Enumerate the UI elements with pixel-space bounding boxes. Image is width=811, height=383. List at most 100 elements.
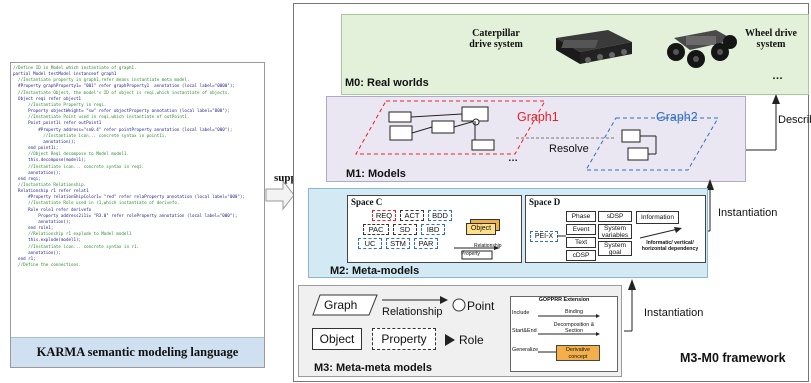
code-line: //Instantiate Object, the model's ID of …: [13, 89, 230, 95]
space-c-tag: PAC: [363, 224, 389, 235]
space-c-tag: BDD: [428, 210, 452, 221]
code-line: //Object Reqi decompose to Model model1.: [13, 151, 129, 157]
m2-label: M2: Meta-models: [330, 265, 420, 277]
pei-x-tag: PEI-X: [530, 231, 558, 242]
support-arrow: [265, 179, 295, 211]
space-c-tag: IBD: [421, 224, 445, 235]
wheel-vehicle-image: [667, 30, 737, 68]
space-c-tag: UC: [358, 238, 382, 249]
gopprr-left: Start&End: [512, 328, 537, 334]
instantiation-label-2: Instantiation: [644, 307, 704, 319]
code-line: #Property graphProperty1= "001" refer gr…: [13, 83, 235, 89]
instantiation-arrow-m3-m2: [624, 279, 636, 332]
space-d-cell: Phase: [566, 211, 596, 222]
role-label: Role: [459, 333, 484, 347]
dependency-label: Informatic/ vertical/ horizontal depende…: [641, 240, 699, 252]
m1-graphs-diagram: [355, 100, 719, 171]
gopprr-left: Generalize: [512, 347, 539, 353]
space-c-tag: STM: [386, 238, 410, 249]
code-caption: KARMA semantic modeling language: [11, 337, 264, 367]
relationship-mini-label: Relationship: [474, 243, 502, 249]
code-line: this.explode(model1);: [13, 237, 82, 243]
space-d-cell: sDSP: [598, 211, 632, 222]
code-line: //Instantiate icon... concrete syntax in…: [13, 132, 167, 138]
code-line: //Define ID in Model which instantiate o…: [13, 65, 137, 70]
framework-label: M3-M0 framework: [680, 351, 786, 365]
m1-label: M1: Models: [346, 168, 406, 180]
m0-label: M0: Real worlds: [345, 77, 429, 89]
code-line: Point point1i refer outPoint1: [13, 120, 102, 126]
point-icon: [452, 298, 466, 312]
object-stack-front: Object: [466, 223, 496, 235]
code-line: Property address2i1i= "R3.0" refer roleP…: [13, 212, 238, 218]
code-line: end role1;: [13, 225, 54, 231]
code-line: partial Model testModel instanceof graph…: [13, 71, 117, 77]
information-box: Information: [636, 211, 679, 224]
object-box: Object: [312, 328, 362, 350]
instantiation-label-1: Instantiation: [718, 207, 778, 219]
point-label: Point: [467, 299, 495, 313]
space-c-tag: PAR: [414, 238, 438, 249]
code-line: //Instantiate Relationship.: [13, 181, 87, 187]
space-d-cell: Event: [566, 224, 596, 235]
code-line: //Instantiate Role used in r1,which inst…: [13, 200, 180, 206]
gopprr-left: Include: [512, 310, 530, 316]
describe-label: Describe: [778, 114, 811, 126]
property-box: Property: [372, 328, 436, 350]
relationship-arrow: [382, 296, 448, 304]
code-line: end r1;: [13, 255, 36, 261]
role-icon: [445, 334, 455, 346]
space-d-cell: System goal: [598, 241, 632, 256]
code-line: annotation();: [13, 138, 77, 144]
code-line: annotation();: [13, 249, 61, 255]
code-line: //Instantiate icon... concrete syntax in…: [13, 243, 140, 249]
code-line: Role role1 refer derivefo: [13, 206, 92, 212]
wheel-label: Wheel drive system: [745, 28, 797, 50]
code-panel: //Define ID in Model which instantiate o…: [10, 62, 265, 368]
code-line: annotation();: [13, 218, 71, 224]
graph2-label: Graph2: [656, 110, 698, 124]
m1-ellipsis: …: [508, 153, 518, 164]
pei-connector: [557, 235, 566, 237]
space-d-cell: System variables: [598, 224, 632, 239]
m3-label: M3: Meta-meta models: [314, 362, 432, 374]
graph-label: Graph: [324, 298, 358, 312]
code-line: #Property address="sn0.4" refer pointPro…: [13, 126, 233, 132]
code-line: //Instantiate Property in reqi.: [13, 101, 107, 107]
code-line: //Instantiate property in graph1,refer m…: [13, 77, 190, 83]
space-d-cell: cDSP: [566, 250, 596, 261]
space-d-cell: Text: [566, 237, 596, 248]
code-line: this.decompose(model1);: [13, 157, 87, 163]
property-mini-label: Property: [461, 251, 480, 257]
information-arrow: [639, 227, 682, 239]
graph-shape: [312, 294, 378, 316]
code-line: //Define the connections.: [13, 262, 82, 267]
resolve-label: Resolve: [549, 143, 589, 155]
code-listing: //Define ID in Model which instantiate o…: [11, 65, 264, 329]
space-c-tag: REQ: [372, 210, 396, 221]
caterpillar-label: Caterpillar drive system: [469, 28, 523, 50]
m0-ellipsis: …: [772, 70, 783, 82]
code-line: //Instantiate icon... concrete syntax in…: [13, 163, 145, 169]
space-d-title: Space D: [529, 197, 561, 207]
code-line: end point1i;: [13, 145, 59, 151]
code-line: //Relationship r1 explode to Model model…: [13, 231, 132, 237]
code-line: end reqi;: [13, 175, 41, 181]
space-c-title: Space C: [351, 197, 383, 207]
code-line: Property objectWeight= "sw" refer object…: [13, 108, 230, 114]
gopprr-right: Decomposition & Section: [553, 322, 595, 334]
graph1-label: Graph1: [517, 110, 559, 124]
code-line: Relationship r1 refer relat1: [13, 188, 89, 194]
property-mini-icon: [454, 246, 500, 260]
code-line: #Property relationShipColor1= "red" refe…: [13, 194, 245, 200]
code-line: //Instantiate Point used in reqi,which i…: [13, 114, 190, 120]
describe-arrow: [746, 94, 780, 151]
gopprr-title: GOPPRR Extension: [538, 297, 590, 303]
code-line: annotation();: [13, 169, 61, 175]
relationship-label: Relationship: [382, 306, 443, 318]
derivative-concept-box: Derivative concept: [556, 345, 600, 361]
caterpillar-vehicle-image: [556, 30, 632, 64]
space-c-tag: ACT: [400, 210, 424, 221]
gopprr-right: Binding: [565, 309, 583, 315]
code-line: Object reqi refer object1: [13, 95, 82, 101]
